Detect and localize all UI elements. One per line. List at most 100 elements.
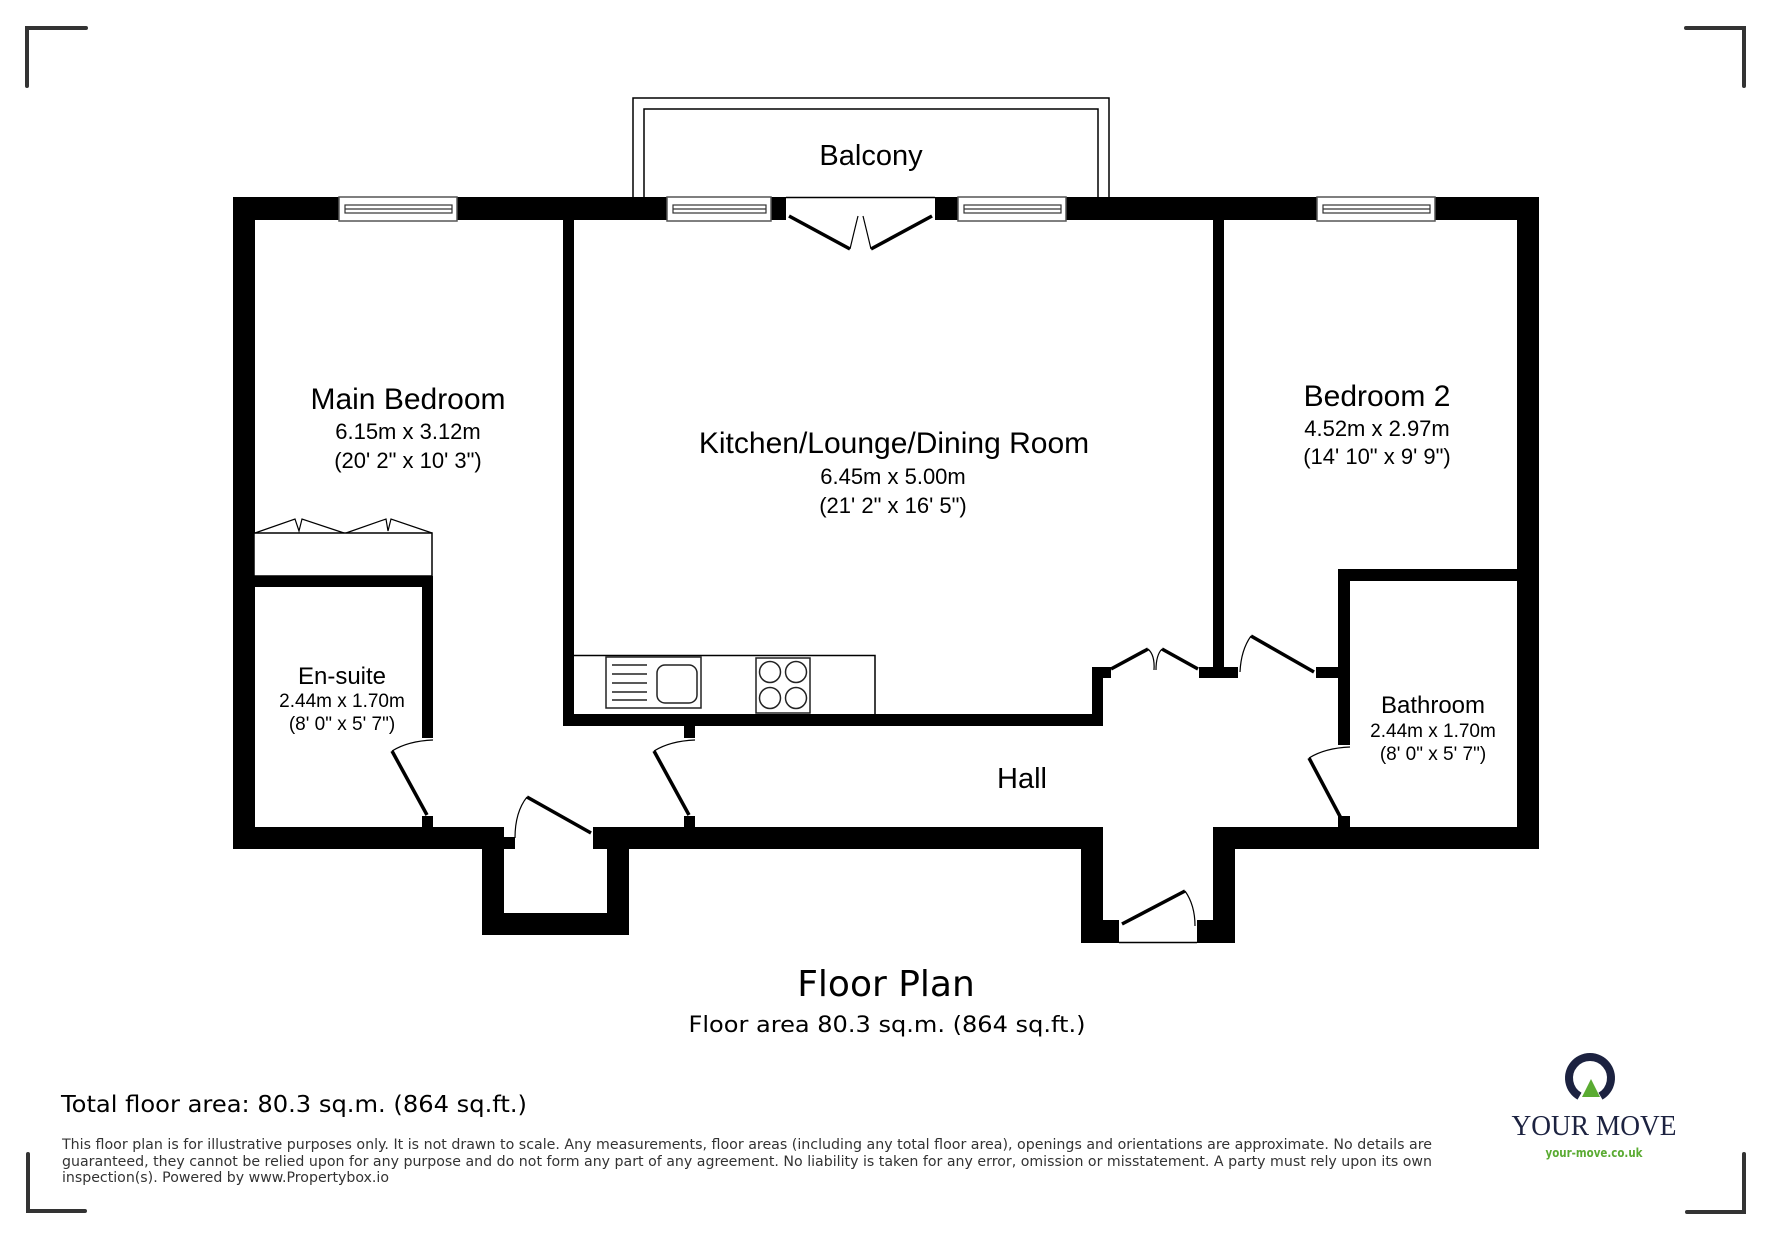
your-move-arrow-icon [1582, 1079, 1600, 1097]
room-en-suite: En-suite 2.44m x 1.70m (8' 0" x 5' 7") [279, 663, 405, 735]
your-move-logo: YOUR MOVE your-move.co.uk [1512, 1053, 1677, 1160]
entrance-pier-right [1197, 920, 1213, 943]
room-imperial-size: (8' 0" x 5' 7") [1380, 744, 1486, 765]
ensuite-wall-right [422, 576, 433, 738]
plan-floor-area: Floor area 80.3 sq.m. (864 sq.ft.) [689, 1013, 1086, 1038]
wall-bottom-left [233, 827, 482, 849]
wall-bottom-middle [593, 827, 1103, 849]
room-imperial-size: (14' 10" x 9' 9") [1303, 444, 1451, 469]
room-main-bedroom: Main Bedroom 6.15m x 3.12m (20' 2" x 10'… [310, 383, 505, 473]
disclaimer-line-1: This floor plan is for illustrative purp… [61, 1137, 1432, 1153]
ensuite-door-pier [422, 816, 433, 827]
kitchen-hall-door [652, 739, 696, 816]
your-move-ring-icon [1565, 1053, 1615, 1100]
worktop [574, 654, 876, 714]
wall-outer-left [233, 197, 255, 849]
bathroom-wall-left [1338, 569, 1350, 745]
walls [233, 196, 1539, 944]
room-metric-size: 2.44m x 1.70m [1370, 721, 1496, 742]
logo-wordmark: YOUR MOVE [1512, 1111, 1677, 1142]
doors [390, 214, 1351, 927]
room-hall: Hall [997, 763, 1047, 795]
room-kitchen-lounge-dining: Kitchen/Lounge/Dining Room 6.45m x 5.00m… [699, 427, 1089, 518]
entrance-wall-right [1213, 827, 1235, 943]
hob-icon [755, 657, 811, 714]
corner-bracket-bottom-left [26, 1152, 87, 1213]
disclaimer-line-3: inspection(s). Powered by www.Propertybo… [62, 1170, 389, 1186]
corner-bracket-bottom-right [1685, 1152, 1746, 1214]
room-bedroom-2: Bedroom 2 4.52m x 2.97m (14' 10" x 9' 9"… [1303, 380, 1451, 469]
balcony-label: Balcony [819, 140, 923, 172]
kitchen-hall-door-pier-top [684, 726, 695, 738]
wall-top-3 [1066, 197, 1317, 220]
corner-brackets [25, 26, 1746, 1214]
room-metric-size: 6.45m x 5.00m [820, 464, 966, 489]
partition-kitchen-bedroom2 [1213, 220, 1224, 678]
sink-icon [605, 656, 702, 709]
plan-title: Floor Plan [797, 964, 975, 1005]
kitchen-double-doors [1110, 647, 1199, 671]
room-metric-size: 2.44m x 1.70m [279, 691, 405, 712]
window-kitchen-right [957, 196, 1067, 222]
room-name: En-suite [298, 663, 386, 690]
ensuite-wall-top [254, 576, 433, 587]
windows [338, 196, 1436, 222]
kitchen-wall-bottom [563, 714, 1103, 726]
ensuite-door [390, 739, 434, 816]
window-bedroom-2 [1316, 196, 1436, 222]
balcony-french-doors [788, 214, 933, 251]
disclaimer-line-2: guaranteed, they cannot be relied upon f… [62, 1154, 1432, 1170]
wall-top-pier-right [935, 197, 958, 220]
logo-url: your-move.co.uk [1546, 1146, 1644, 1160]
bathroom-wall-top [1338, 569, 1517, 581]
room-name: Hall [997, 763, 1047, 795]
footer: Total floor area: 80.3 sq.m. (864 sq.ft.… [60, 1092, 1432, 1186]
corner-bracket-top-left [25, 26, 88, 88]
wardrobe-bifold-left [254, 518, 345, 534]
room-imperial-size: (20' 2" x 10' 3") [334, 448, 482, 473]
wall-top-pier-left [771, 197, 786, 220]
bathroom-door [1307, 746, 1351, 823]
balcony-outer-rail [632, 97, 1110, 197]
window-main-bedroom [338, 196, 458, 222]
kitchen-hall-door-pier-bottom [684, 816, 695, 827]
cupboard-door [514, 795, 592, 839]
total-floor-area: Total floor area: 80.3 sq.m. (864 sq.ft.… [60, 1092, 527, 1118]
bedroom2-door [1239, 634, 1315, 674]
wall-bottom-right [1213, 827, 1539, 849]
room-name: Main Bedroom [310, 383, 505, 416]
room-metric-size: 4.52m x 2.97m [1304, 416, 1450, 441]
entrance-wall-left [1081, 827, 1103, 943]
window-kitchen-left [666, 196, 772, 222]
corner-bracket-top-right [1684, 26, 1746, 88]
wardrobe [253, 518, 433, 577]
plan-caption: Floor Plan Floor area 80.3 sq.m. (864 sq… [689, 964, 1086, 1038]
room-name: Bedroom 2 [1304, 380, 1451, 413]
room-bathroom: Bathroom 2.44m x 1.70m (8' 0" x 5' 7") [1370, 692, 1496, 765]
wall-outer-right [1517, 197, 1539, 849]
balcony-inner-rail [643, 108, 1099, 197]
bedroom2-door-pier [1316, 667, 1350, 678]
partition-pier [1199, 667, 1238, 678]
cupboard-wall-bottom [482, 913, 629, 935]
kitchen-wall-stub [1092, 667, 1103, 726]
wardrobe-bifold-right [345, 518, 433, 534]
kitchen-door-pier [1092, 667, 1111, 678]
balcony: Balcony [632, 97, 1110, 197]
room-name: Bathroom [1381, 692, 1485, 719]
kitchen-units [574, 654, 876, 714]
cupboard-wall-right [607, 827, 629, 935]
bathroom-door-pier [1338, 816, 1350, 827]
wall-top-1 [233, 197, 339, 220]
entrance-door [1121, 889, 1196, 927]
wall-top-4 [1435, 197, 1539, 220]
room-metric-size: 6.15m x 3.12m [335, 419, 481, 444]
entrance-pier-left [1103, 920, 1119, 943]
cupboard-wall-left [482, 827, 504, 935]
room-imperial-size: (8' 0" x 5' 7") [289, 714, 395, 735]
kitchen-wall-left [563, 220, 574, 726]
cupboard-door-pier-left [504, 837, 515, 849]
wall-top-2 [457, 197, 667, 220]
room-name: Kitchen/Lounge/Dining Room [699, 427, 1089, 460]
